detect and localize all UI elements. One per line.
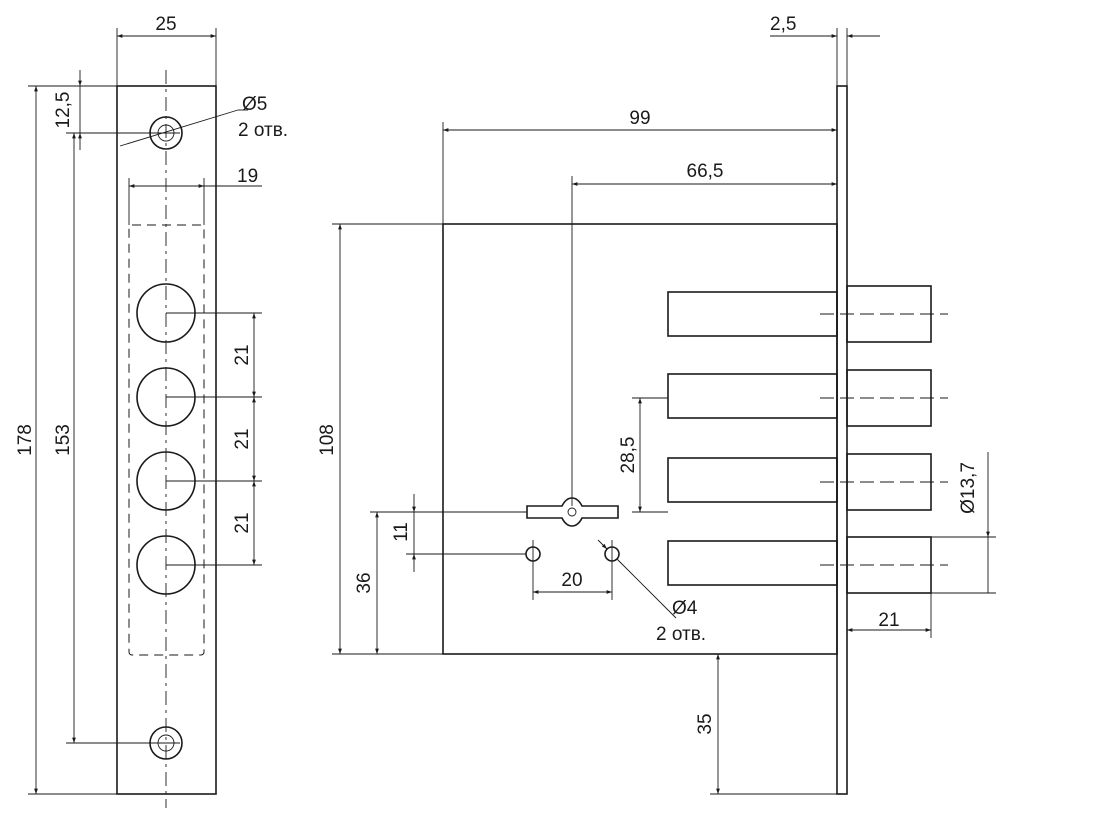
dim-bolt-spacing: 28,5 <box>618 437 639 474</box>
dim-pitch-3: 21 <box>232 512 253 533</box>
dim-faceplate-thickness: 2,5 <box>770 14 796 35</box>
dim-top-offset: 12,5 <box>53 92 74 129</box>
hole-dia-label: Ø5 <box>242 94 267 115</box>
dim-keyhole-height: 36 <box>354 572 375 593</box>
dim-backset: 66,5 <box>687 161 724 182</box>
keyhole <box>526 497 619 527</box>
dim-hole-spacing: 153 <box>53 424 74 456</box>
dim-case-height: 108 <box>317 424 338 456</box>
dim-pitch-1: 21 <box>232 344 253 365</box>
screw-dia-label: Ø4 <box>672 598 698 619</box>
bolt-inner-4 <box>667 540 838 586</box>
dim-plate-extension: 35 <box>695 713 716 734</box>
dim-bolt-zone-width: 19 <box>237 166 258 187</box>
dim-screw-spacing: 20 <box>561 570 582 591</box>
side-view: 2,5 99 66,5 108 28,5 11 36 20 <box>317 14 996 795</box>
side-faceplate <box>836 85 848 795</box>
dim-width: 25 <box>155 14 176 35</box>
dim-total-height: 178 <box>15 424 36 456</box>
bolt-inner-3 <box>667 457 838 503</box>
bolt-inner-1 <box>667 291 838 337</box>
bolt-inner-2 <box>667 373 838 419</box>
dim-bolt-dia: Ø13,7 <box>958 462 979 514</box>
dim-pitch-2: 21 <box>232 428 253 449</box>
faceplate-outline <box>116 85 217 795</box>
front-view: 25 178 153 12,5 Ø5 2 отв. 19 <box>15 14 288 808</box>
hole-count-label: 2 отв. <box>238 120 288 141</box>
bolt-zone-dashed <box>128 224 205 656</box>
screw-count-label: 2 отв. <box>656 624 706 645</box>
dim-keyhole-offset: 11 <box>391 522 412 542</box>
dim-case-depth: 99 <box>629 108 650 129</box>
dim-bolt-throw: 21 <box>878 610 899 631</box>
